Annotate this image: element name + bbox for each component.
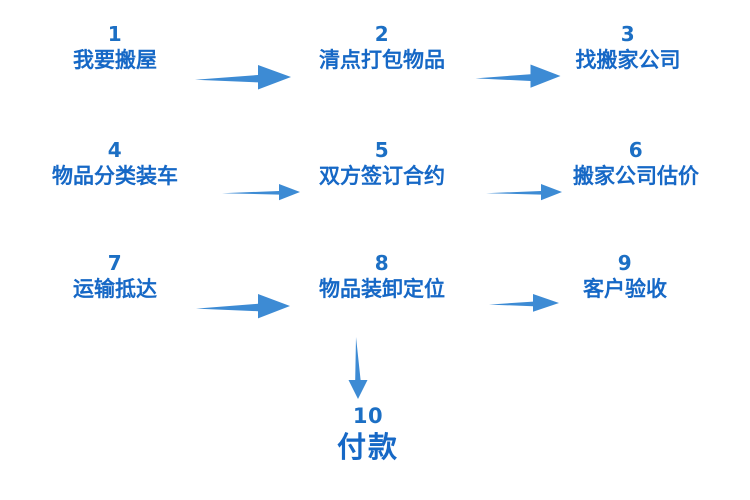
flow-step-10[interactable]: 10 付款	[337, 405, 399, 465]
step-number: 1	[107, 22, 123, 46]
arrow-right-icon-1-to-2	[195, 62, 291, 92]
flow-step-8[interactable]: 8 物品装卸定位	[319, 253, 445, 302]
step-label: 找搬家公司	[575, 48, 681, 72]
step-number: 5	[374, 138, 390, 162]
step-label: 我要搬屋	[73, 48, 157, 72]
step-number: 3	[620, 22, 636, 46]
flow-step-6[interactable]: 6 搬家公司估价	[573, 140, 699, 189]
step-label: 付款	[336, 430, 400, 465]
step-number: 4	[107, 138, 123, 162]
step-label: 客户验收	[583, 277, 667, 301]
step-number: 7	[107, 251, 123, 275]
arrow-right-icon-2-to-3	[475, 62, 561, 90]
step-number: 9	[617, 251, 633, 275]
step-label: 物品分类装车	[52, 164, 178, 188]
arrow-right-icon-7-to-8	[196, 291, 290, 321]
arrow-right-icon-5-to-6	[486, 182, 562, 202]
flow-step-9[interactable]: 9 客户验收	[583, 253, 667, 302]
step-number: 6	[628, 138, 644, 162]
step-number: 8	[374, 251, 390, 275]
step-label: 运输抵达	[73, 277, 157, 301]
arrow-right-icon-8-to-9	[489, 292, 559, 314]
step-number: 2	[374, 22, 390, 46]
flow-step-5[interactable]: 5 双方签订合约	[319, 140, 445, 189]
step-label: 物品装卸定位	[319, 277, 445, 301]
step-label: 清点打包物品	[319, 48, 445, 72]
step-label: 双方签订合约	[319, 164, 445, 188]
step-number: 10	[352, 404, 384, 428]
flow-step-4[interactable]: 4 物品分类装车	[52, 140, 178, 189]
arrow-down-icon-8-to-10	[346, 337, 370, 399]
flow-step-7[interactable]: 7 运输抵达	[73, 253, 157, 302]
flow-step-1[interactable]: 1 我要搬屋	[73, 24, 157, 73]
arrow-right-icon-4-to-5	[222, 182, 300, 202]
flow-step-3[interactable]: 3 找搬家公司	[576, 24, 681, 73]
flow-step-2[interactable]: 2 清点打包物品	[319, 24, 445, 73]
step-label: 搬家公司估价	[573, 164, 699, 188]
